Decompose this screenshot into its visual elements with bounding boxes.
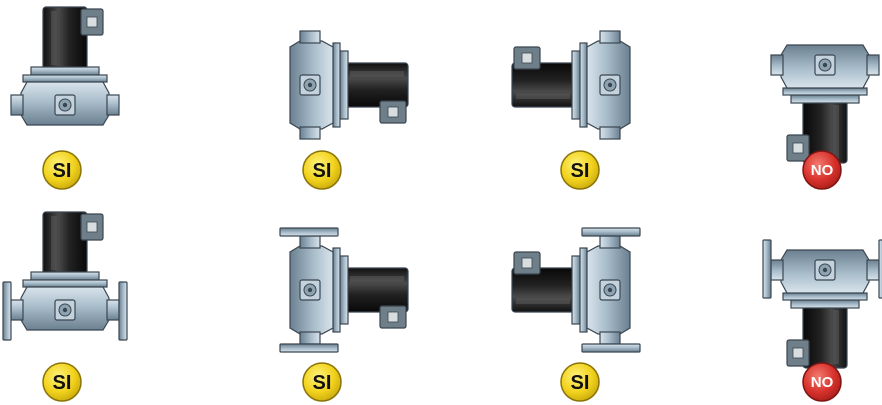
badge-circle	[42, 150, 82, 190]
coil-icon	[42, 6, 88, 70]
badge-label: SI	[53, 372, 72, 394]
flange-icon	[581, 227, 641, 353]
badge-si: SI	[302, 362, 342, 402]
bonnet-collar	[339, 50, 349, 120]
bonnet-ring	[332, 42, 341, 128]
pipe-stub-left	[599, 126, 621, 140]
flange-icon	[762, 239, 882, 299]
solenoid-valve-icon	[289, 30, 409, 140]
pipe-stub-left	[599, 331, 621, 345]
badge-circle	[802, 362, 842, 402]
solenoid-valve-icon	[762, 239, 882, 369]
bonnet-ring	[22, 279, 108, 288]
pipe-stub-right	[106, 94, 120, 116]
coil-icon	[345, 267, 409, 313]
pipe-stub-right	[106, 299, 120, 321]
pipe-stub-left	[10, 299, 24, 321]
flange-icon	[279, 227, 339, 353]
bonnet-collar	[571, 50, 581, 120]
badge-no: NO	[802, 362, 842, 402]
terminal-box-icon	[786, 134, 810, 162]
badge-si: SI	[560, 150, 600, 190]
bonnet-ring	[22, 74, 108, 83]
solenoid-valve-icon	[770, 44, 880, 164]
badge-circle	[302, 362, 342, 402]
pipe-stub-left	[299, 235, 321, 249]
badge-si: SI	[42, 150, 82, 190]
badge-si: SI	[42, 362, 82, 402]
badge-label: NO	[811, 162, 834, 179]
badge-no: NO	[802, 150, 842, 190]
coil-icon	[511, 62, 575, 108]
terminal-box-icon	[379, 100, 407, 124]
coil-icon	[42, 211, 88, 275]
badge-circle	[560, 362, 600, 402]
terminal-box-icon	[513, 251, 541, 275]
badge-circle	[302, 150, 342, 190]
pipe-stub-right	[599, 30, 621, 44]
bonnet-ring	[332, 247, 341, 333]
terminal-box-icon	[80, 213, 104, 241]
badge-label: SI	[571, 160, 590, 182]
badge-circle	[560, 150, 600, 190]
terminal-box-icon	[379, 305, 407, 329]
badge-label: NO	[811, 374, 834, 391]
solenoid-valve-icon	[279, 227, 409, 353]
bonnet-collar	[571, 255, 581, 325]
badge-label: SI	[313, 160, 332, 182]
badge-label: SI	[53, 160, 72, 182]
pipe-stub-right	[770, 259, 784, 281]
pipe-stub-left	[866, 54, 880, 76]
badge-circle	[802, 150, 842, 190]
badge-circle	[42, 362, 82, 402]
pipe-stub-left	[866, 259, 880, 281]
terminal-box-icon	[513, 46, 541, 70]
pipe-stub-right	[299, 126, 321, 140]
pipe-stub-right	[770, 54, 784, 76]
solenoid-valve-icon	[511, 227, 641, 353]
pipe-stub-left	[299, 30, 321, 44]
solenoid-valve-icon	[511, 30, 631, 140]
coil-icon	[345, 62, 409, 108]
bonnet-ring	[782, 87, 868, 96]
bonnet-collar	[30, 66, 100, 76]
terminal-box-icon	[786, 339, 810, 367]
badge-label: SI	[313, 372, 332, 394]
pipe-stub-right	[299, 331, 321, 345]
badge-si: SI	[560, 362, 600, 402]
bonnet-ring	[579, 42, 588, 128]
solenoid-valve-icon	[2, 211, 128, 341]
bonnet-ring	[579, 247, 588, 333]
pipe-stub-left	[10, 94, 24, 116]
bonnet-ring	[782, 292, 868, 301]
pipe-stub-right	[599, 235, 621, 249]
coil-icon	[511, 267, 575, 313]
bonnet-collar	[790, 94, 860, 104]
bonnet-collar	[30, 271, 100, 281]
bonnet-collar	[339, 255, 349, 325]
badge-label: SI	[571, 372, 590, 394]
bonnet-collar	[790, 299, 860, 309]
solenoid-valve-icon	[10, 6, 120, 126]
flange-icon	[2, 281, 128, 341]
badge-si: SI	[302, 150, 342, 190]
terminal-box-icon	[80, 8, 104, 36]
